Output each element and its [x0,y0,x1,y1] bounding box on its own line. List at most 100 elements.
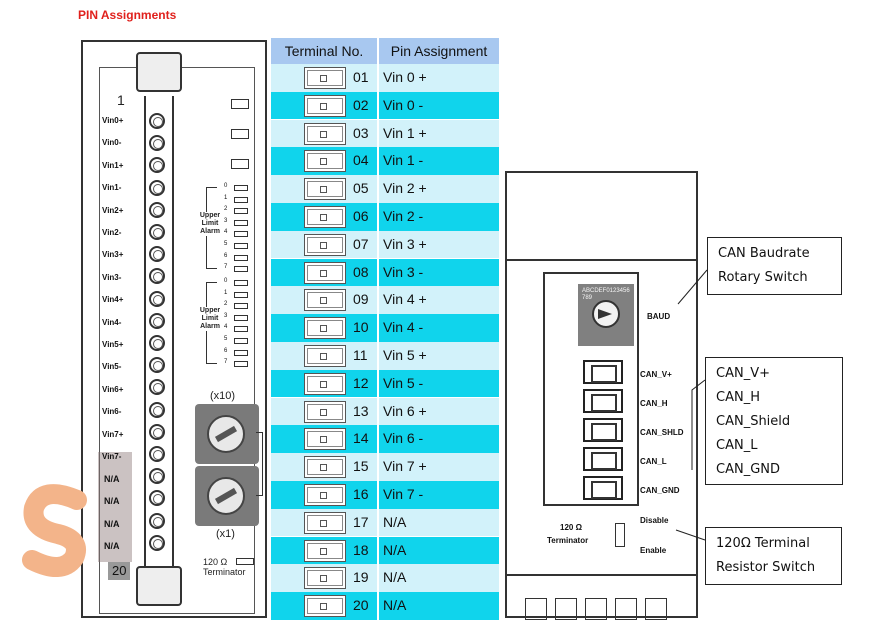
terminal-screw-6 [149,224,165,240]
alarm-group-label-line: Limit [201,220,219,227]
baud-rotary-switch[interactable]: ABCDEF0123456789 [578,284,634,346]
terminal-number: 06 [353,208,369,224]
table-row: 13 Vin 6 + [271,397,499,426]
terminal-number: 15 [353,458,369,475]
alarm-led [234,196,248,203]
na-label-4: N/A [104,541,120,552]
alarm-led [234,280,248,286]
rotary-dial-x10 [207,415,245,453]
terminal-screw-17 [149,468,165,485]
alarm-led [234,338,248,344]
terminal-connector-icon [304,206,346,228]
terminal-number: 05 [353,180,369,197]
terminal-connector-icon [304,345,346,367]
pin-assignment: Vin 1 + [383,124,427,141]
terminal-number: 19 [353,569,369,586]
callout-can-line-2: CAN_H [716,390,760,405]
terminal-connector-icon [304,233,346,256]
pin-assignment: Vin 2 - [383,208,424,224]
callout-baud-pointer [677,269,708,305]
pin-label-3: Vin1+ [102,160,124,170]
can-label-5: CAN_GND [640,486,680,495]
header-pin-assignment: Pin Assignment [379,38,499,64]
alarm-group-label-line: Alarm [200,323,220,330]
pin-assignment: Vin 1 - [383,152,424,169]
alarm-led [234,243,248,249]
callout-terminal-pointer [675,529,706,541]
terminal-connector-icon [304,150,346,173]
alarm-led-number: 0 [224,278,228,284]
rotary-side-tab [256,432,263,496]
pin-label-4: Vin1- [102,183,122,193]
terminal-screw-19 [149,512,165,529]
terminal-connector-icon [304,122,346,145]
rmodule-rail-slot-2 [555,598,577,620]
pin-assignment: Vin 0 - [383,96,424,113]
pin-label-13: Vin6+ [102,384,124,394]
pin-assignment: Vin 5 - [383,374,424,391]
can-connector-4 [583,447,623,471]
terminal-screw-3 [149,157,165,174]
module-terminator-switch[interactable] [235,558,254,565]
na-label-1: N/A [104,474,120,484]
table-row: 12 Vin 5 - [271,369,499,398]
rmodule-bottom-rail [507,574,696,620]
table-row: 06 Vin 2 - [271,203,499,231]
rotary-dial-x1 [207,477,245,515]
pin-assignment: Vin 5 + [383,347,427,363]
terminal-screw-16 [149,446,165,462]
pin-assignment: N/A [383,569,407,586]
alarm-group-label-line: Upper [199,307,221,314]
pin-label-15: Vin7+ [102,429,124,439]
terminal-screw-14 [149,401,165,418]
rmodule-terminator-line1: 120 Ω [560,523,582,532]
rotary-switch-x1[interactable] [195,466,259,526]
pin-label-14: Vin6- [102,407,122,417]
pin-label-1: Vin0+ [102,116,124,125]
status-led-3 [231,159,249,169]
terminal-connector-icon [304,567,346,590]
baud-dial-arrow-icon [598,309,612,319]
terminal-number: 13 [353,402,369,419]
can-label-4: CAN_L [640,457,667,466]
status-led-1 [231,99,249,109]
terminal-number: 12 [353,374,369,391]
terminal-number: 18 [353,541,369,558]
terminal-connector-icon [304,456,346,479]
rmodule-rail-slot-5 [645,598,667,620]
callout-terminal: 120Ω Terminal Resistor Switch [705,527,842,585]
callout-can-line-4: CAN_L [716,438,758,453]
alarm-led [234,231,248,238]
module-terminator-label: 120 Ω Terminator [203,557,254,577]
alarm-led [234,219,248,226]
can-label-1: CAN_V+ [640,370,672,379]
terminator-dip-switch[interactable] [615,523,625,547]
pin-assignment: N/A [383,513,407,530]
alarm-group-label-line: Limit [201,315,219,322]
callout-can-pointer [691,379,706,470]
alarm-led [234,254,248,261]
na-label-3: N/A [104,518,120,529]
alarm-led [234,314,248,321]
rotary-x10-label: (x10) [210,390,236,402]
alarm-led [234,361,248,368]
callout-terminal-line-2: Resistor Switch [716,560,816,575]
terminal-connector-icon [304,595,346,618]
terminal-number: 11 [353,347,368,363]
alarm-led [234,326,248,333]
callout-terminal-line-1: 120Ω Terminal [716,536,810,551]
rotary-switch-x10[interactable] [195,404,259,464]
alarm-led-number: 4 [224,324,228,331]
pin-assignment: Vin 4 - [383,319,424,336]
pin-assignment: Vin 6 + [383,402,427,419]
alarm-led [234,349,248,356]
alarm-group-label-line: Upper [199,212,221,219]
terminal-screw-11 [149,335,165,351]
can-label-3: CAN_SHLD [640,428,684,437]
terminal-number: 04 [353,152,369,169]
